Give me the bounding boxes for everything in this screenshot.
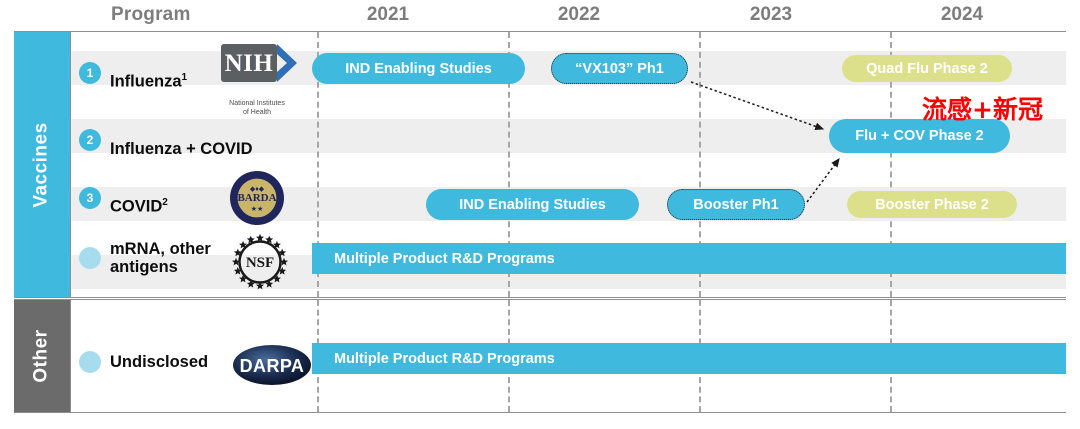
- bar-label: Multiple Product R&D Programs: [334, 250, 555, 267]
- column-header-program: Program: [111, 4, 191, 25]
- section-band-other: [14, 300, 70, 412]
- timeline-panel-other: Multiple Product R&D Programs: [70, 300, 1066, 412]
- bar-label: Multiple Product R&D Programs: [334, 350, 555, 367]
- program-marker-dot: [79, 247, 101, 270]
- nsf-logo: NSF: [230, 232, 290, 292]
- program-marker-1: 1: [79, 61, 101, 84]
- program-row-undisclosed[interactable]: Undisclosed: [79, 351, 208, 373]
- bar-mrna-rnd-programs[interactable]: Multiple Product R&D Programs: [312, 243, 1066, 274]
- program-footnote-ref: 2: [162, 197, 168, 209]
- year-label-2023: 2023: [749, 4, 793, 25]
- nih-caption-line1: National Institutes: [229, 100, 285, 107]
- section-label-other: Other: [14, 300, 70, 412]
- bar-covid-ind-enabling[interactable]: IND Enabling Studies: [426, 189, 639, 220]
- year-label-2021: 2021: [366, 4, 410, 25]
- section-other: Other Multiple Product R&D Programs: [14, 299, 1066, 413]
- connector-arrows: [690, 81, 840, 203]
- program-row-mrna[interactable]: mRNA, other antigens: [79, 240, 211, 277]
- year-label-2022: 2022: [557, 4, 601, 25]
- program-name-text: Influenza + COVID: [110, 140, 253, 159]
- svg-text:NSF: NSF: [246, 255, 274, 271]
- bar-flu-quad-phase2[interactable]: Quad Flu Phase 2: [842, 55, 1012, 82]
- gridline-2022: [317, 32, 319, 297]
- program-marker-3: 3: [79, 186, 101, 209]
- program-marker-2: 2: [79, 129, 101, 152]
- program-name-influenza: Influenza1: [110, 54, 187, 91]
- bar-flu-ind-enabling[interactable]: IND Enabling Studies: [312, 53, 525, 84]
- nih-logo: NIH National Institutes of Health: [219, 44, 311, 118]
- program-name-covid: COVID2: [110, 179, 168, 216]
- section-label-other-text: Other: [31, 329, 52, 383]
- bar-label: “VX103” Ph1: [575, 60, 664, 77]
- bar-covid-booster-ph1[interactable]: Booster Ph1: [667, 189, 805, 220]
- darpa-logo: DARPA: [232, 344, 312, 386]
- program-row-influenza[interactable]: 1 Influenza1: [79, 54, 187, 91]
- bar-covid-booster-phase2[interactable]: Booster Phase 2: [847, 191, 1017, 218]
- svg-text:BARDA: BARDA: [237, 192, 276, 204]
- annotation-flu-cov-chinese: 流感+新冠: [922, 95, 1043, 124]
- bar-label: Booster Phase 2: [875, 196, 989, 213]
- program-name-text: Influenza: [110, 72, 182, 91]
- year-label-2024: 2024: [940, 4, 984, 25]
- program-row-covid[interactable]: 3 COVID2: [79, 179, 168, 216]
- section-band-vaccines: [14, 32, 70, 297]
- program-name-text: COVID: [110, 197, 163, 216]
- svg-text:★★: ★★: [251, 205, 264, 213]
- gridline-2023: [508, 32, 510, 297]
- svg-text:DARPA: DARPA: [240, 356, 305, 376]
- gridline-2025: [890, 32, 892, 297]
- program-name-mrna: mRNA, other antigens: [110, 240, 211, 277]
- bar-label: Booster Ph1: [693, 196, 779, 213]
- program-row-influenza-covid[interactable]: 2 Influenza + COVID: [79, 122, 253, 159]
- svg-text:◆♦◆: ◆♦◆: [250, 186, 265, 193]
- bar-undisclosed-rnd-programs[interactable]: Multiple Product R&D Programs: [312, 343, 1066, 374]
- bar-flu-vx103-ph1[interactable]: “VX103” Ph1: [551, 53, 688, 84]
- bar-label: IND Enabling Studies: [459, 196, 606, 213]
- barda-logo: BARDA ◆♦◆ ★★: [229, 170, 285, 226]
- bar-label: Quad Flu Phase 2: [866, 60, 988, 77]
- program-name-undisclosed: Undisclosed: [110, 352, 209, 371]
- bar-label: Flu + COV Phase 2: [855, 128, 984, 144]
- bar-label: IND Enabling Studies: [345, 60, 492, 77]
- nih-caption-line2: of Health: [242, 108, 272, 116]
- program-marker-dot: [79, 351, 101, 373]
- program-name-influenza-covid: Influenza + COVID: [110, 122, 253, 159]
- nih-logo-caption: National Institutes of Health: [219, 100, 295, 118]
- section-label-vaccines: Vaccines: [14, 32, 70, 297]
- bar-flucov-phase2[interactable]: Flu + COV Phase 2: [829, 119, 1010, 153]
- svg-text:NIH: NIH: [225, 50, 274, 77]
- program-footnote-ref: 1: [181, 72, 188, 84]
- section-label-vaccines-text: Vaccines: [31, 121, 52, 208]
- gridline-2024: [699, 32, 701, 297]
